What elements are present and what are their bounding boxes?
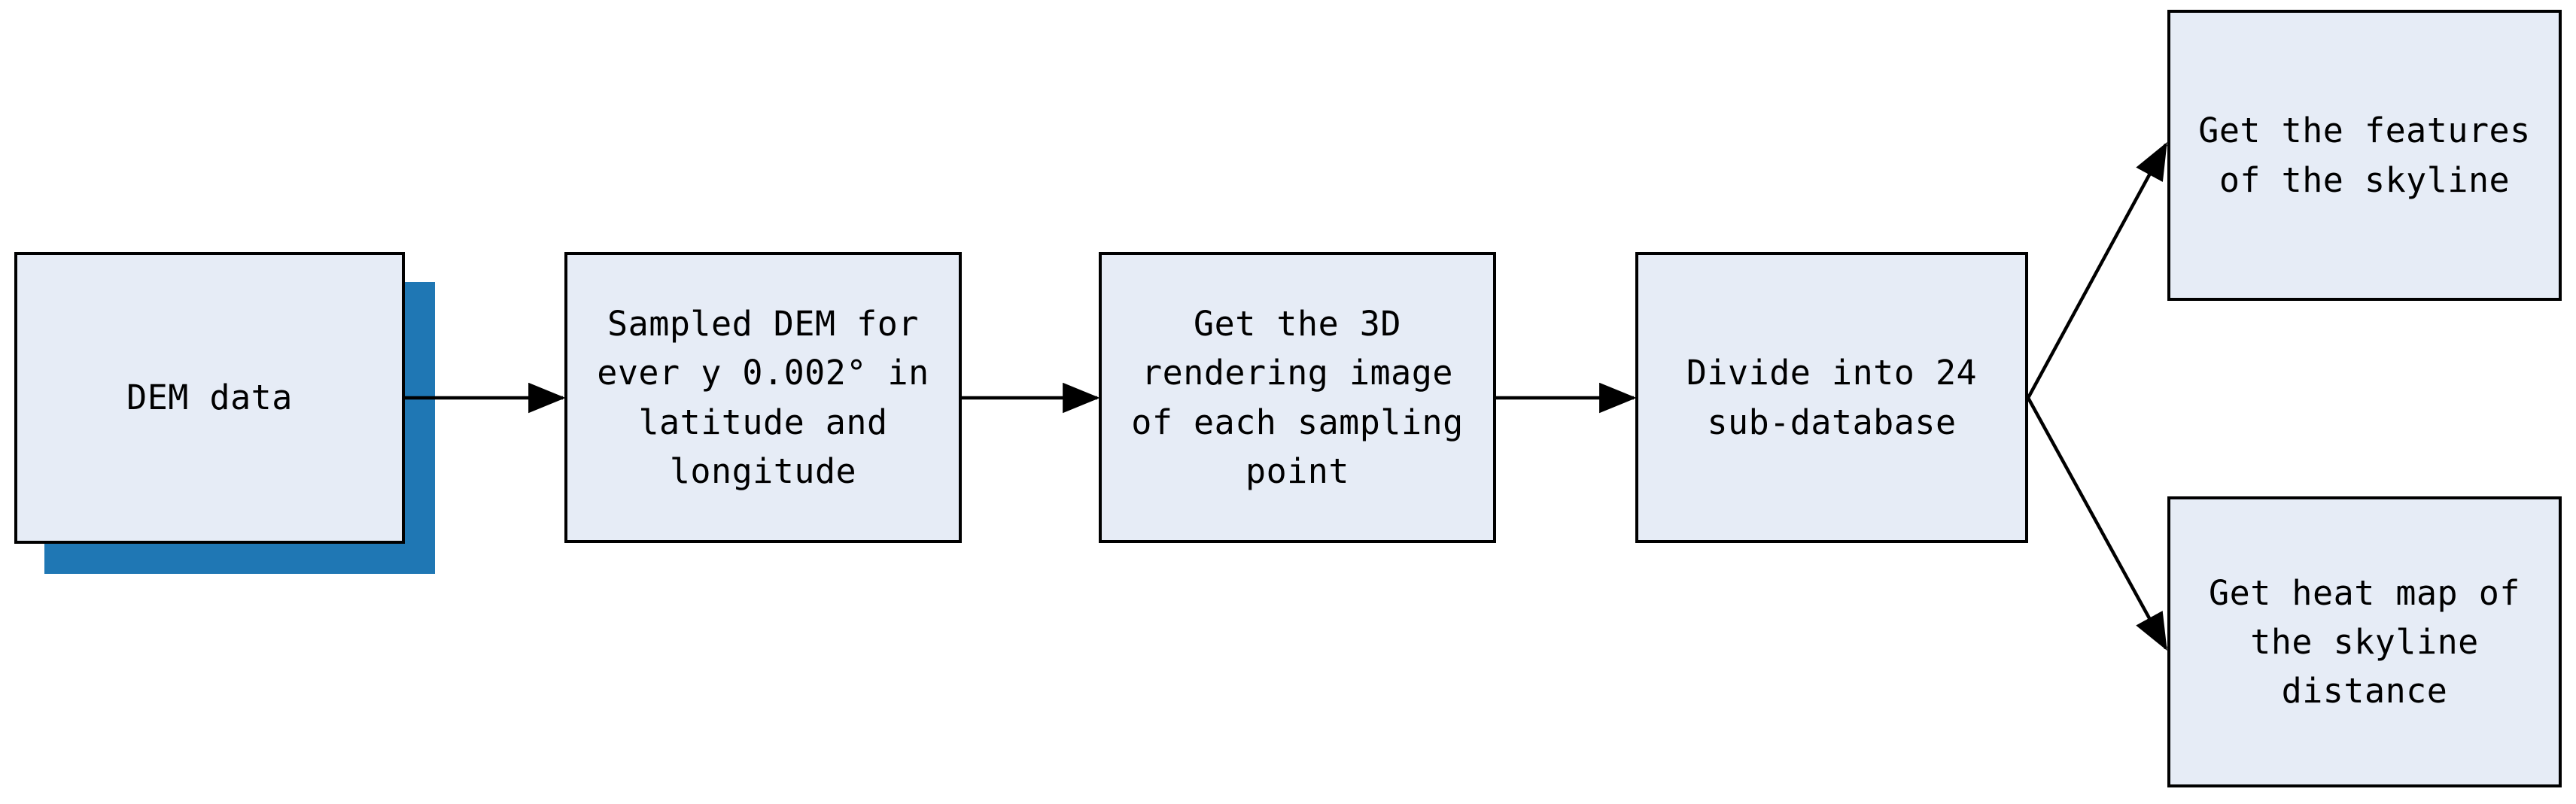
node-render-3d-label: Get the 3D rendering image of each sampl… [1131, 304, 1464, 491]
node-render-3d[interactable]: Get the 3D rendering image of each sampl… [1099, 252, 1496, 543]
node-dem-data-label: DEM data [126, 378, 293, 418]
node-divide-24[interactable]: Divide into 24 sub-database [1635, 252, 2028, 543]
edge-divide-24-to-skyline-heatmap [2027, 396, 2167, 651]
node-divide-24-label: Divide into 24 sub-database [1686, 353, 1978, 442]
node-skyline-heatmap[interactable]: Get heat map of the skyline distance [2167, 496, 2562, 787]
node-sampled-dem-label: Sampled DEM for ever y 0.002° in latitud… [597, 304, 929, 491]
node-dem-data[interactable]: DEM data [14, 252, 405, 544]
node-sampled-dem[interactable]: Sampled DEM for ever y 0.002° in latitud… [564, 252, 962, 543]
edge-divide-24-to-skyline-features [2027, 141, 2167, 399]
node-skyline-features[interactable]: Get the features of the skyline [2167, 10, 2562, 301]
node-skyline-features-label: Get the features of the skyline [2198, 111, 2531, 200]
node-skyline-heatmap-label: Get heat map of the skyline distance [2209, 572, 2520, 711]
